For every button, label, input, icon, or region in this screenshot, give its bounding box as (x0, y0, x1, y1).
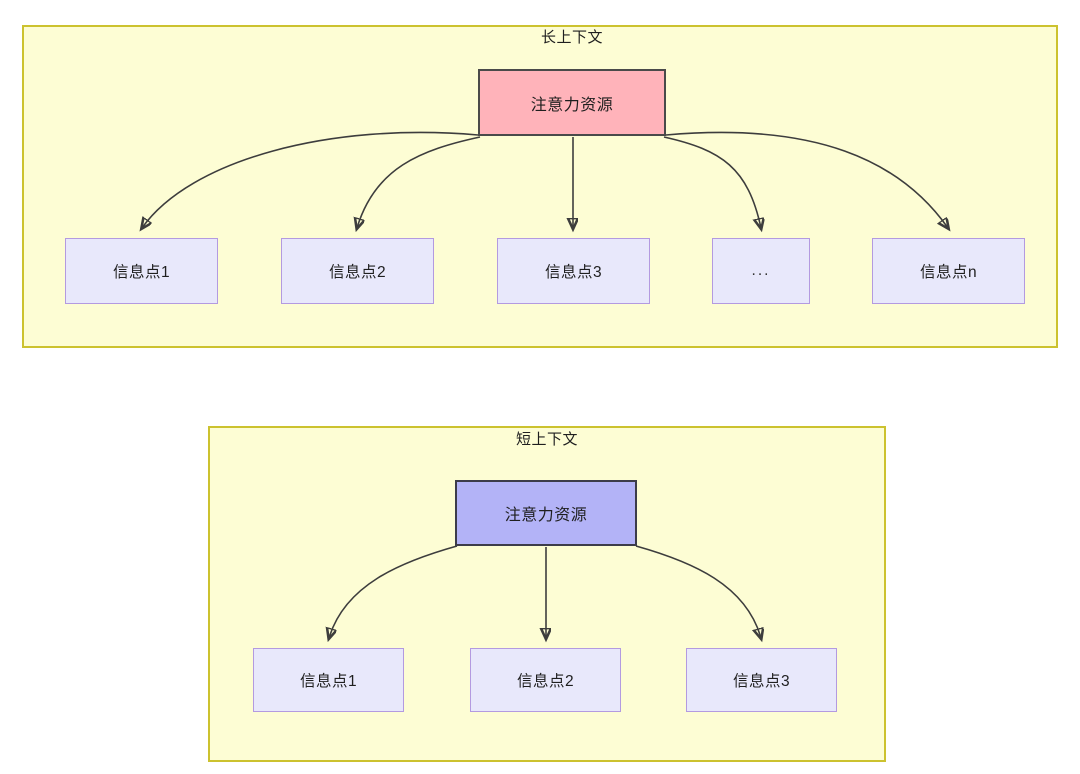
node-info-point-3-short[interactable]: 信息点3 (686, 648, 837, 712)
node-info-point-n-long[interactable]: 信息点n (872, 238, 1025, 304)
node-info-point-1-long[interactable]: 信息点1 (65, 238, 218, 304)
node-info-point-3-long[interactable]: 信息点3 (497, 238, 650, 304)
panel-long-context-title: 长上下文 (540, 29, 603, 46)
panel-short-context-title: 短上下文 (515, 431, 578, 448)
node-info-point-2-long[interactable]: 信息点2 (281, 238, 434, 304)
node-attention-resource-short[interactable]: 注意力资源 (455, 480, 637, 546)
node-attention-resource-long[interactable]: 注意力资源 (478, 69, 666, 136)
node-info-point-2-short[interactable]: 信息点2 (470, 648, 621, 712)
node-info-point-ellipsis-long[interactable]: ... (712, 238, 810, 304)
node-info-point-1-short[interactable]: 信息点1 (253, 648, 404, 712)
